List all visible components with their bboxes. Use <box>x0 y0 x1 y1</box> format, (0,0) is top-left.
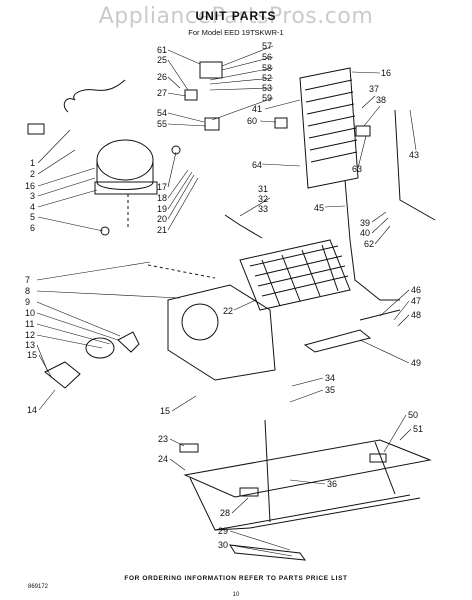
callout: 27 <box>157 88 167 98</box>
callout: 37 <box>369 84 379 94</box>
callout: 34 <box>325 373 335 383</box>
compressor <box>96 139 154 181</box>
condenser-coil <box>239 239 351 311</box>
callout: 61 <box>157 45 167 55</box>
diagram-subtitle: For Model EED 19TSKWR-1 <box>188 28 284 37</box>
callout: 56 <box>262 52 272 62</box>
diagram-title: UNIT PARTS <box>195 9 277 23</box>
callout: 43 <box>409 150 419 160</box>
callout: 17 <box>157 182 167 192</box>
callout: 49 <box>411 358 421 368</box>
callout: 55 <box>157 119 167 129</box>
callout: 48 <box>411 310 421 320</box>
fan-blade <box>117 331 140 353</box>
fan-bracket <box>167 284 276 381</box>
callout: 22 <box>223 306 233 316</box>
power-cord <box>73 79 126 101</box>
callout: 50 <box>408 410 418 420</box>
callout: 14 <box>27 405 37 415</box>
callout: 21 <box>157 225 167 235</box>
callout: 18 <box>157 193 167 203</box>
cord-plug <box>27 123 45 135</box>
callout: 38 <box>376 95 386 105</box>
evaporator <box>299 67 359 189</box>
callout: 45 <box>314 203 324 213</box>
callout: 2 <box>30 169 35 179</box>
callout: 1 <box>30 158 35 168</box>
callout: 32 <box>258 194 268 204</box>
callout: 6 <box>30 223 35 233</box>
callout: 10 <box>25 308 35 318</box>
callout: 58 <box>262 63 272 73</box>
callout: 9 <box>25 297 30 307</box>
callout: 59 <box>262 93 272 103</box>
callout: 36 <box>327 479 337 489</box>
callout: 5 <box>30 212 35 222</box>
callout: 41 <box>252 104 262 114</box>
callout: 24 <box>158 454 168 464</box>
callout: 33 <box>258 204 268 214</box>
base-frame <box>183 419 432 531</box>
ordering-note: FOR ORDERING INFORMATION REFER TO PARTS … <box>124 575 348 582</box>
callout: 3 <box>30 191 35 201</box>
callout: 23 <box>158 434 168 444</box>
callout: 60 <box>247 116 257 126</box>
refrigerant-tubing <box>344 179 400 301</box>
page-number: 10 <box>232 592 240 598</box>
fan-motor <box>85 337 115 359</box>
callout: 47 <box>411 296 421 306</box>
callout: 15 <box>160 406 170 416</box>
callout: 19 <box>157 204 167 214</box>
callout: 30 <box>218 540 228 550</box>
fan-shroud <box>181 303 219 341</box>
callout: 7 <box>25 275 30 285</box>
callout: 40 <box>360 228 370 238</box>
callout: 12 <box>25 330 35 340</box>
callout: 4 <box>30 202 35 212</box>
callout: 64 <box>252 160 262 170</box>
callout: 57 <box>262 41 272 51</box>
overload <box>204 117 220 131</box>
callout: 8 <box>25 286 30 296</box>
callout: 25 <box>157 55 167 65</box>
roller <box>179 443 199 453</box>
callout: 28 <box>220 508 230 518</box>
callout-labels: 61 57 56 25 58 52 53 59 26 27 54 55 60 4… <box>25 41 423 550</box>
callout: 63 <box>352 164 362 174</box>
callout: 11 <box>25 319 34 329</box>
thermostat-tube <box>394 109 436 221</box>
callout: 39 <box>360 218 370 228</box>
callout: 46 <box>411 285 421 295</box>
leveling-rail <box>229 544 307 561</box>
relay <box>199 61 223 79</box>
leader-lines <box>36 45 417 557</box>
motor-mount <box>44 361 81 389</box>
callout: 16 <box>25 181 35 191</box>
callout: 15 <box>27 350 37 360</box>
callout: 20 <box>157 214 167 224</box>
drier <box>224 214 263 239</box>
callout: 13 <box>25 340 35 350</box>
callout: 35 <box>325 385 335 395</box>
drain-pan <box>303 329 372 353</box>
callout: 54 <box>157 108 167 118</box>
callout: 62 <box>364 239 374 249</box>
callout: 16 <box>381 68 391 78</box>
callout: 51 <box>413 424 423 434</box>
document-id: 869172 <box>28 584 49 590</box>
watermark: AppliancePartsPros.com <box>98 4 374 29</box>
callout: 29 <box>218 526 228 536</box>
callout: 26 <box>157 72 167 82</box>
callout: 52 <box>262 73 272 83</box>
callout: 31 <box>258 184 268 194</box>
